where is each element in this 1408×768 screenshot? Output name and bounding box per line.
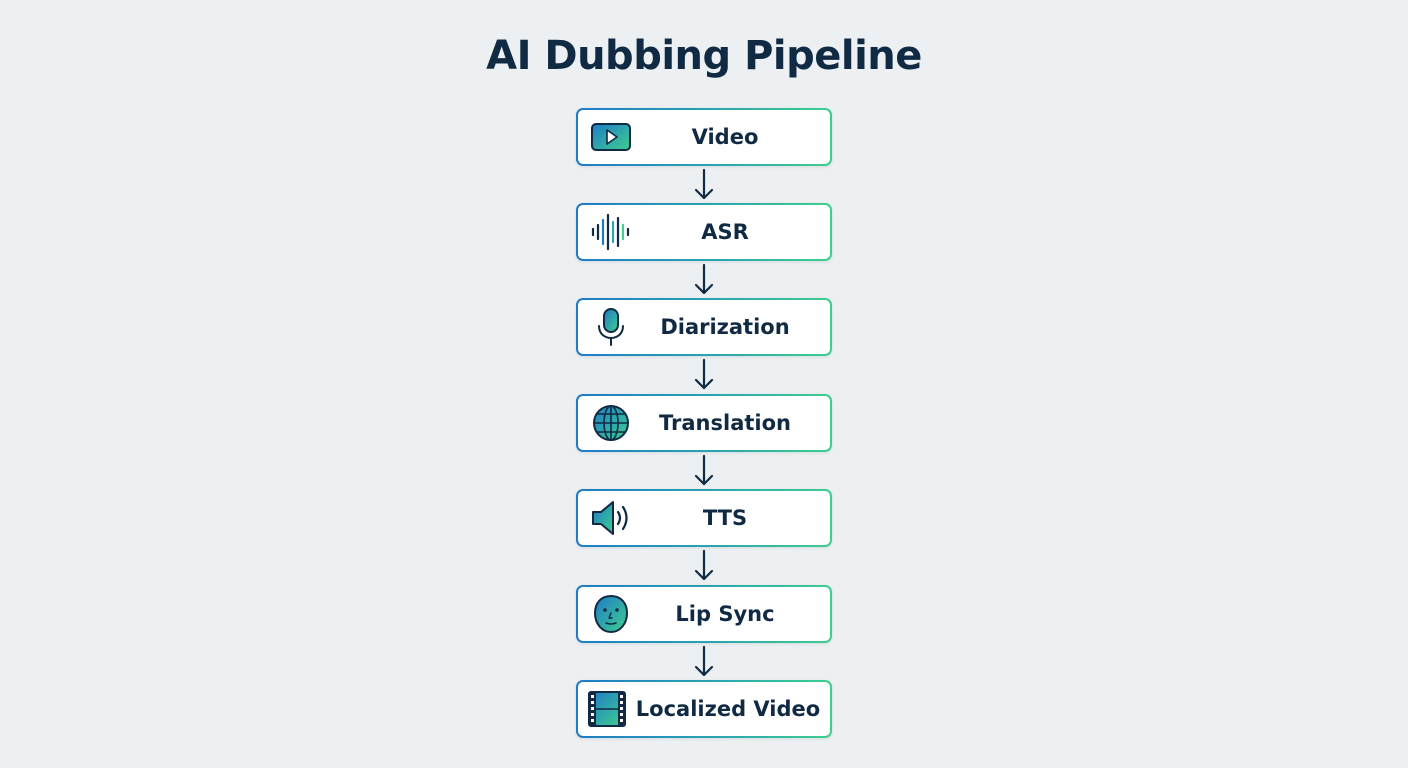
stage-label: ASR bbox=[701, 220, 749, 244]
flow-arrow bbox=[691, 263, 717, 297]
play-video-icon bbox=[591, 123, 631, 151]
stage-tts: TTS bbox=[576, 489, 832, 547]
stage-video: Video bbox=[576, 108, 832, 166]
stage-asr: ASR bbox=[576, 203, 832, 261]
globe-icon bbox=[593, 405, 629, 441]
sound-waveform-icon bbox=[591, 213, 630, 251]
stage-label: Diarization bbox=[660, 315, 790, 339]
diagram-title: AI Dubbing Pipeline bbox=[486, 33, 922, 79]
stage-label: Video bbox=[691, 125, 759, 149]
stage-translation: Translation bbox=[576, 394, 832, 452]
stage-localized-video: Localized Video bbox=[576, 680, 832, 738]
microphone-icon bbox=[598, 308, 624, 346]
stage-label: Lip Sync bbox=[675, 602, 775, 626]
flow-arrow bbox=[691, 454, 717, 488]
speaker-icon bbox=[592, 501, 628, 535]
film-strip-icon bbox=[588, 691, 626, 727]
stage-label: Translation bbox=[659, 411, 791, 435]
stage-diarization: Diarization bbox=[576, 298, 832, 356]
flow-arrow bbox=[691, 358, 717, 392]
face-icon bbox=[593, 594, 629, 634]
flow-arrow bbox=[691, 168, 717, 202]
flow-arrow bbox=[691, 549, 717, 583]
flow-arrow bbox=[691, 645, 717, 679]
stage-label: Localized Video bbox=[635, 697, 821, 721]
stage-lip-sync: Lip Sync bbox=[576, 585, 832, 643]
stage-label: TTS bbox=[702, 506, 748, 530]
